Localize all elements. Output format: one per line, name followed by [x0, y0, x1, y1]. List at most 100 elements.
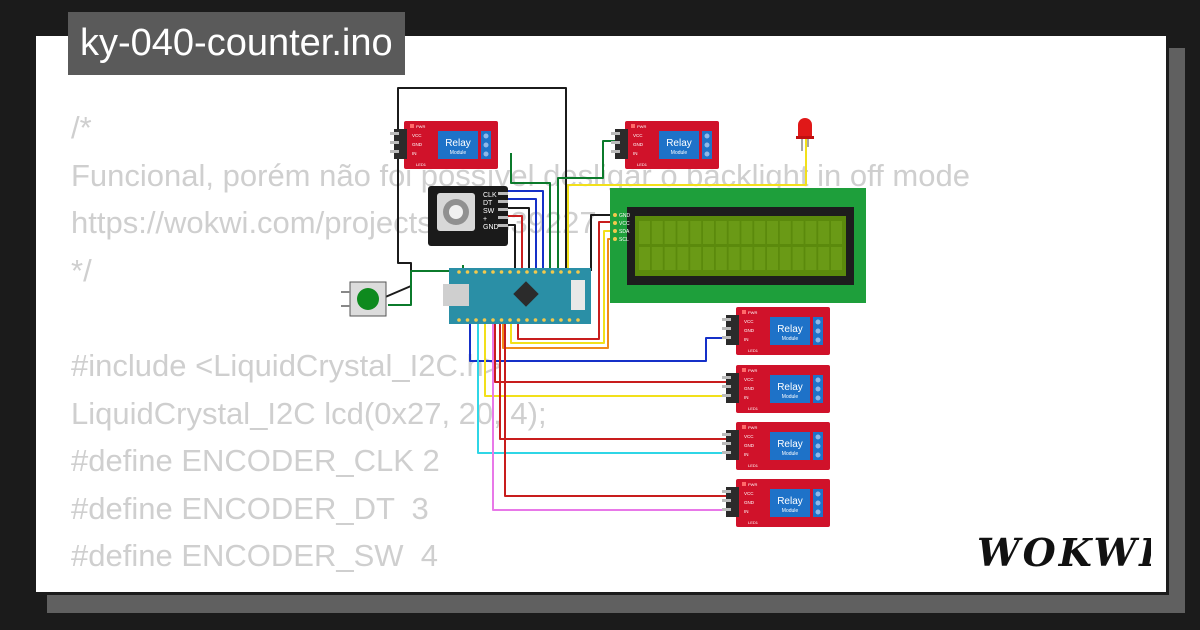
relay-pin	[722, 318, 731, 321]
lcd-cell	[779, 247, 791, 270]
nano-pin	[508, 318, 512, 322]
relay-led	[631, 124, 635, 128]
circuit-diagram: RelayModuleVCCGNDINPWRLED1RelayModuleVCC…	[341, 87, 866, 527]
relay-led-label: LED1	[748, 348, 759, 353]
relay-pin	[722, 490, 731, 493]
code-line: LiquidCrystal_I2C lcd(0x27, 20, 4);	[71, 395, 547, 431]
lcd-cell	[715, 247, 727, 270]
relay-led-label: LED1	[748, 520, 759, 525]
relay-led	[410, 124, 414, 128]
relay-body	[770, 375, 810, 403]
relay-screw	[815, 500, 821, 506]
nano-pin	[550, 270, 555, 274]
relay-led-label: PWR	[748, 425, 757, 430]
relay-led-label: PWR	[748, 310, 757, 315]
nano-pin	[457, 318, 461, 322]
relay-label: Relay	[777, 439, 803, 450]
code-preview: /*Funcional, porém não foi possível desl…	[71, 104, 970, 592]
nano-pin	[576, 270, 580, 274]
relay-label: Relay	[777, 496, 803, 507]
relay-pin	[722, 508, 731, 511]
relay-pin-label: IN	[744, 395, 749, 400]
lcd-cell	[792, 247, 804, 270]
relay-pin-label: IN	[744, 509, 749, 514]
wire-green	[557, 140, 615, 271]
relay-pin-label: VCC	[412, 133, 422, 138]
lcd-cell	[741, 221, 753, 244]
nano-pin	[499, 318, 504, 322]
lcd-cell	[767, 247, 778, 270]
relay-screw	[704, 142, 710, 148]
relay-pin	[611, 150, 620, 153]
relay-pin-label: GND	[744, 443, 755, 448]
relay-pin	[390, 132, 399, 135]
nano-pin	[533, 270, 538, 274]
nano-pin	[567, 318, 572, 322]
relay-pin	[722, 327, 731, 330]
wire-blue	[469, 321, 738, 362]
relay-pin-label: VCC	[633, 133, 643, 138]
relay-label: Relay	[777, 324, 803, 335]
lcd-cell	[805, 247, 817, 270]
lcd-pin	[613, 237, 617, 241]
encoder-pin	[498, 200, 508, 203]
arduino-nano	[443, 268, 591, 324]
nano-pin	[559, 318, 563, 322]
lcd-cell	[779, 221, 791, 244]
nano-pin	[491, 318, 495, 322]
relay-screw	[815, 443, 821, 449]
relay-body	[770, 432, 810, 460]
relay-pin-label: IN	[633, 151, 638, 156]
relay-screw	[704, 151, 710, 157]
wire-cyan	[477, 321, 738, 454]
relay-body	[438, 131, 478, 159]
relay-pin	[722, 451, 731, 454]
nano-pin	[542, 270, 546, 274]
code-line: #define 5	[71, 580, 970, 592]
encoder-pin	[498, 192, 508, 195]
relay-pin-label: VCC	[744, 377, 754, 382]
lcd-cell	[664, 221, 676, 244]
nano-pin	[482, 318, 487, 322]
wire-yellow	[567, 138, 807, 271]
nano-pin	[576, 318, 580, 322]
lcd-cell	[728, 221, 740, 244]
relay-led	[742, 310, 746, 314]
lcd-cell	[715, 221, 727, 244]
nano-pin	[499, 270, 504, 274]
wokwi-logo[interactable]: WOKWI	[975, 528, 1151, 576]
relay-label: Relay	[445, 138, 471, 149]
lcd-pin	[613, 221, 617, 225]
relay-label: Relay	[777, 382, 803, 393]
encoder-pin-label: GND	[483, 224, 499, 231]
relay-led	[742, 482, 746, 486]
relay-screw	[815, 509, 821, 515]
lcd-cell	[754, 247, 766, 270]
lcd-pin	[613, 213, 617, 217]
relay-pin	[611, 141, 620, 144]
preview-card: /*Funcional, porém não foi possível desl…	[33, 33, 1169, 595]
project-title[interactable]: ky-040-counter.ino	[68, 12, 405, 75]
relay-screw	[815, 491, 821, 497]
relay-sublabel: Module	[671, 150, 688, 156]
wire-yellow	[510, 230, 610, 344]
lcd-pin-label: VCC	[619, 221, 630, 227]
relay-led-label: LED1	[637, 162, 648, 167]
wokwi-logo-text: WOKWI	[977, 530, 1151, 575]
lcd-cell	[831, 247, 842, 270]
relay-pin-label: VCC	[744, 491, 754, 496]
relay-pin	[722, 499, 731, 502]
relay-screw	[483, 151, 489, 157]
encoder-pin	[498, 216, 508, 219]
encoder-pin-label: CLK	[483, 192, 497, 199]
wire-black	[508, 207, 530, 271]
wire-red	[499, 321, 738, 440]
wire-red	[508, 215, 523, 271]
button-cap	[357, 288, 379, 310]
lcd-cell	[728, 247, 740, 270]
relay-pin-label: VCC	[744, 319, 754, 324]
